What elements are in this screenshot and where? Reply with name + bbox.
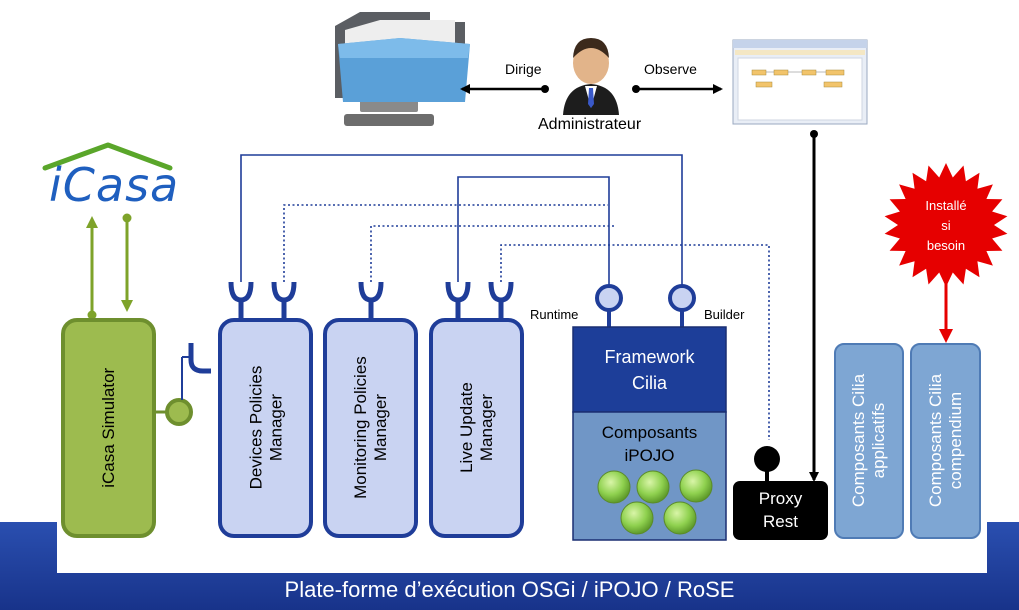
icasa-logo xyxy=(42,142,173,171)
simulator-logo-arrows xyxy=(86,213,133,320)
observe-label: Observe xyxy=(644,61,697,77)
devices-policies-manager-box xyxy=(218,318,313,538)
platform-base xyxy=(0,522,1019,610)
icasa-simulator-label: iCasa Simulator xyxy=(98,367,118,488)
cilia-compendium-box xyxy=(910,343,981,539)
devices-required-service-side xyxy=(181,343,211,400)
platform-label: Plate-forme d’exécution OSGi / iPOJO / R… xyxy=(284,577,735,602)
administrator-label: Administrateur xyxy=(538,116,642,133)
wiring xyxy=(240,154,770,440)
live-update-manager-box xyxy=(429,318,524,538)
framework-cilia-title: Framework Cilia xyxy=(604,347,695,393)
ipojo-components xyxy=(597,469,713,535)
runtime-label: Runtime xyxy=(530,307,579,322)
administrator-person-icon xyxy=(563,38,619,115)
framework-cilia-box xyxy=(572,326,727,541)
icasa-simulator-box xyxy=(61,318,156,538)
web-console-screenshot xyxy=(732,39,868,125)
proxy-rest-box xyxy=(733,446,828,540)
proxy-rest-label: Proxy Rest xyxy=(758,489,803,531)
simulator-provided-service xyxy=(154,398,193,426)
dirige-label: Dirige xyxy=(505,61,542,77)
composants-ipojo-label: Composants iPOJO xyxy=(601,423,698,465)
installed-if-needed-label: Installé si besoin xyxy=(925,198,967,253)
builder-label: Builder xyxy=(704,307,745,322)
network-folder-icon xyxy=(335,12,470,126)
cilia-applicatifs-box xyxy=(834,343,904,539)
required-service-sockets xyxy=(228,281,514,320)
framework-provided-services xyxy=(595,284,696,327)
icasa-logo-text: iCasa xyxy=(49,158,180,212)
installed-if-needed-badge xyxy=(884,163,1008,343)
